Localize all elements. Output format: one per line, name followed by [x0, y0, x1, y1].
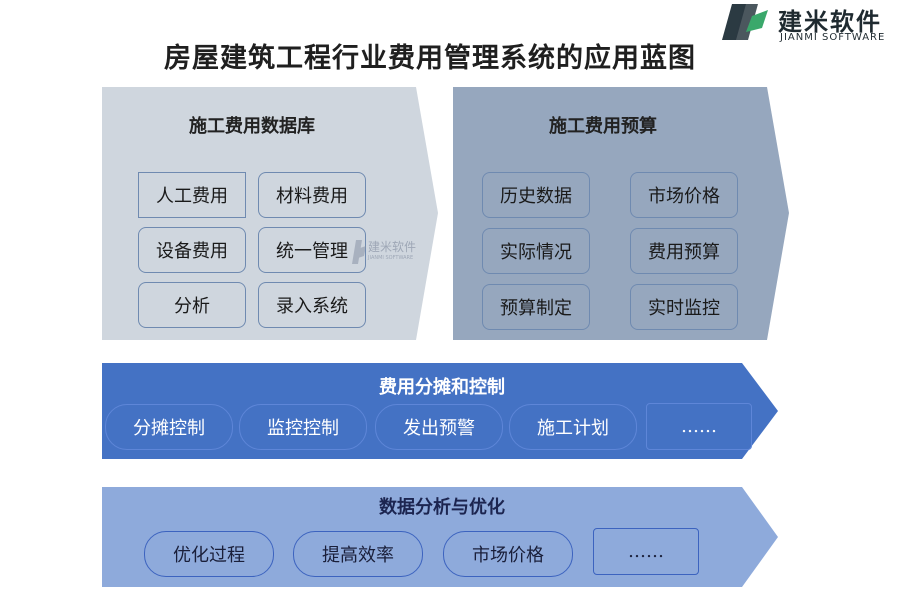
item-market-price: 市场价格: [630, 172, 738, 218]
panel-cost-database-bg: [102, 87, 438, 340]
item-labor-cost: 人工费用: [138, 172, 246, 218]
item-more: ……: [593, 528, 699, 575]
panel-heading: 施工费用预算: [549, 116, 657, 137]
item-allocation-control: 分摊控制: [105, 404, 233, 450]
panel-cost-allocation-bg: [102, 363, 778, 459]
item-issue-warning: 发出预警: [375, 404, 503, 450]
item-historical-data: 历史数据: [482, 172, 590, 218]
item-market-price: 市场价格: [443, 531, 573, 577]
item-material-cost: 材料费用: [258, 172, 366, 218]
item-improve-efficiency: 提高效率: [293, 531, 423, 577]
panel-data-analysis-optimization: 数据分析与优化 优化过程 提高效率 市场价格 ……: [102, 487, 778, 587]
logo-chinese: 建米软件: [778, 8, 882, 36]
item-unified-management: 统一管理: [258, 227, 366, 273]
item-budget-planning: 预算制定: [482, 284, 590, 330]
logo-english: JIANMI SOFTWARE: [780, 32, 886, 43]
item-optimize-process: 优化过程: [144, 531, 274, 577]
item-construction-plan: 施工计划: [509, 404, 637, 450]
item-equipment-cost: 设备费用: [138, 227, 246, 273]
panel-heading: 数据分析与优化: [379, 497, 505, 518]
panel-cost-budget: 施工费用预算 历史数据 市场价格 实际情况 费用预算 预算制定 实时监控: [453, 87, 789, 340]
item-realtime-monitoring: 实时监控: [630, 284, 738, 330]
item-analysis: 分析: [138, 282, 246, 328]
watermark-logo-icon: [352, 240, 366, 264]
item-cost-budget: 费用预算: [630, 228, 738, 274]
item-monitoring-control: 监控控制: [239, 404, 367, 450]
jianmi-logo-icon: [722, 4, 768, 40]
panel-cost-budget-bg: [453, 87, 789, 340]
item-entry-system: 录入系统: [258, 282, 366, 328]
item-more: ……: [646, 403, 752, 450]
watermark-english: JIANMI SOFTWARE: [368, 255, 414, 261]
panel-heading: 施工费用数据库: [189, 116, 315, 137]
item-actual-situation: 实际情况: [482, 228, 590, 274]
panel-cost-allocation-control: 费用分摊和控制 分摊控制 监控控制 发出预警 施工计划 ……: [102, 363, 778, 459]
brand-logo: 建米软件 JIANMI SOFTWARE: [722, 0, 900, 46]
page-title: 房屋建筑工程行业费用管理系统的应用蓝图: [164, 43, 696, 74]
panel-heading: 费用分摊和控制: [379, 377, 505, 398]
panel-cost-database: 施工费用数据库 人工费用 材料费用 设备费用 统一管理 分析 录入系统: [102, 87, 438, 340]
watermark-chinese: 建米软件: [368, 240, 417, 254]
